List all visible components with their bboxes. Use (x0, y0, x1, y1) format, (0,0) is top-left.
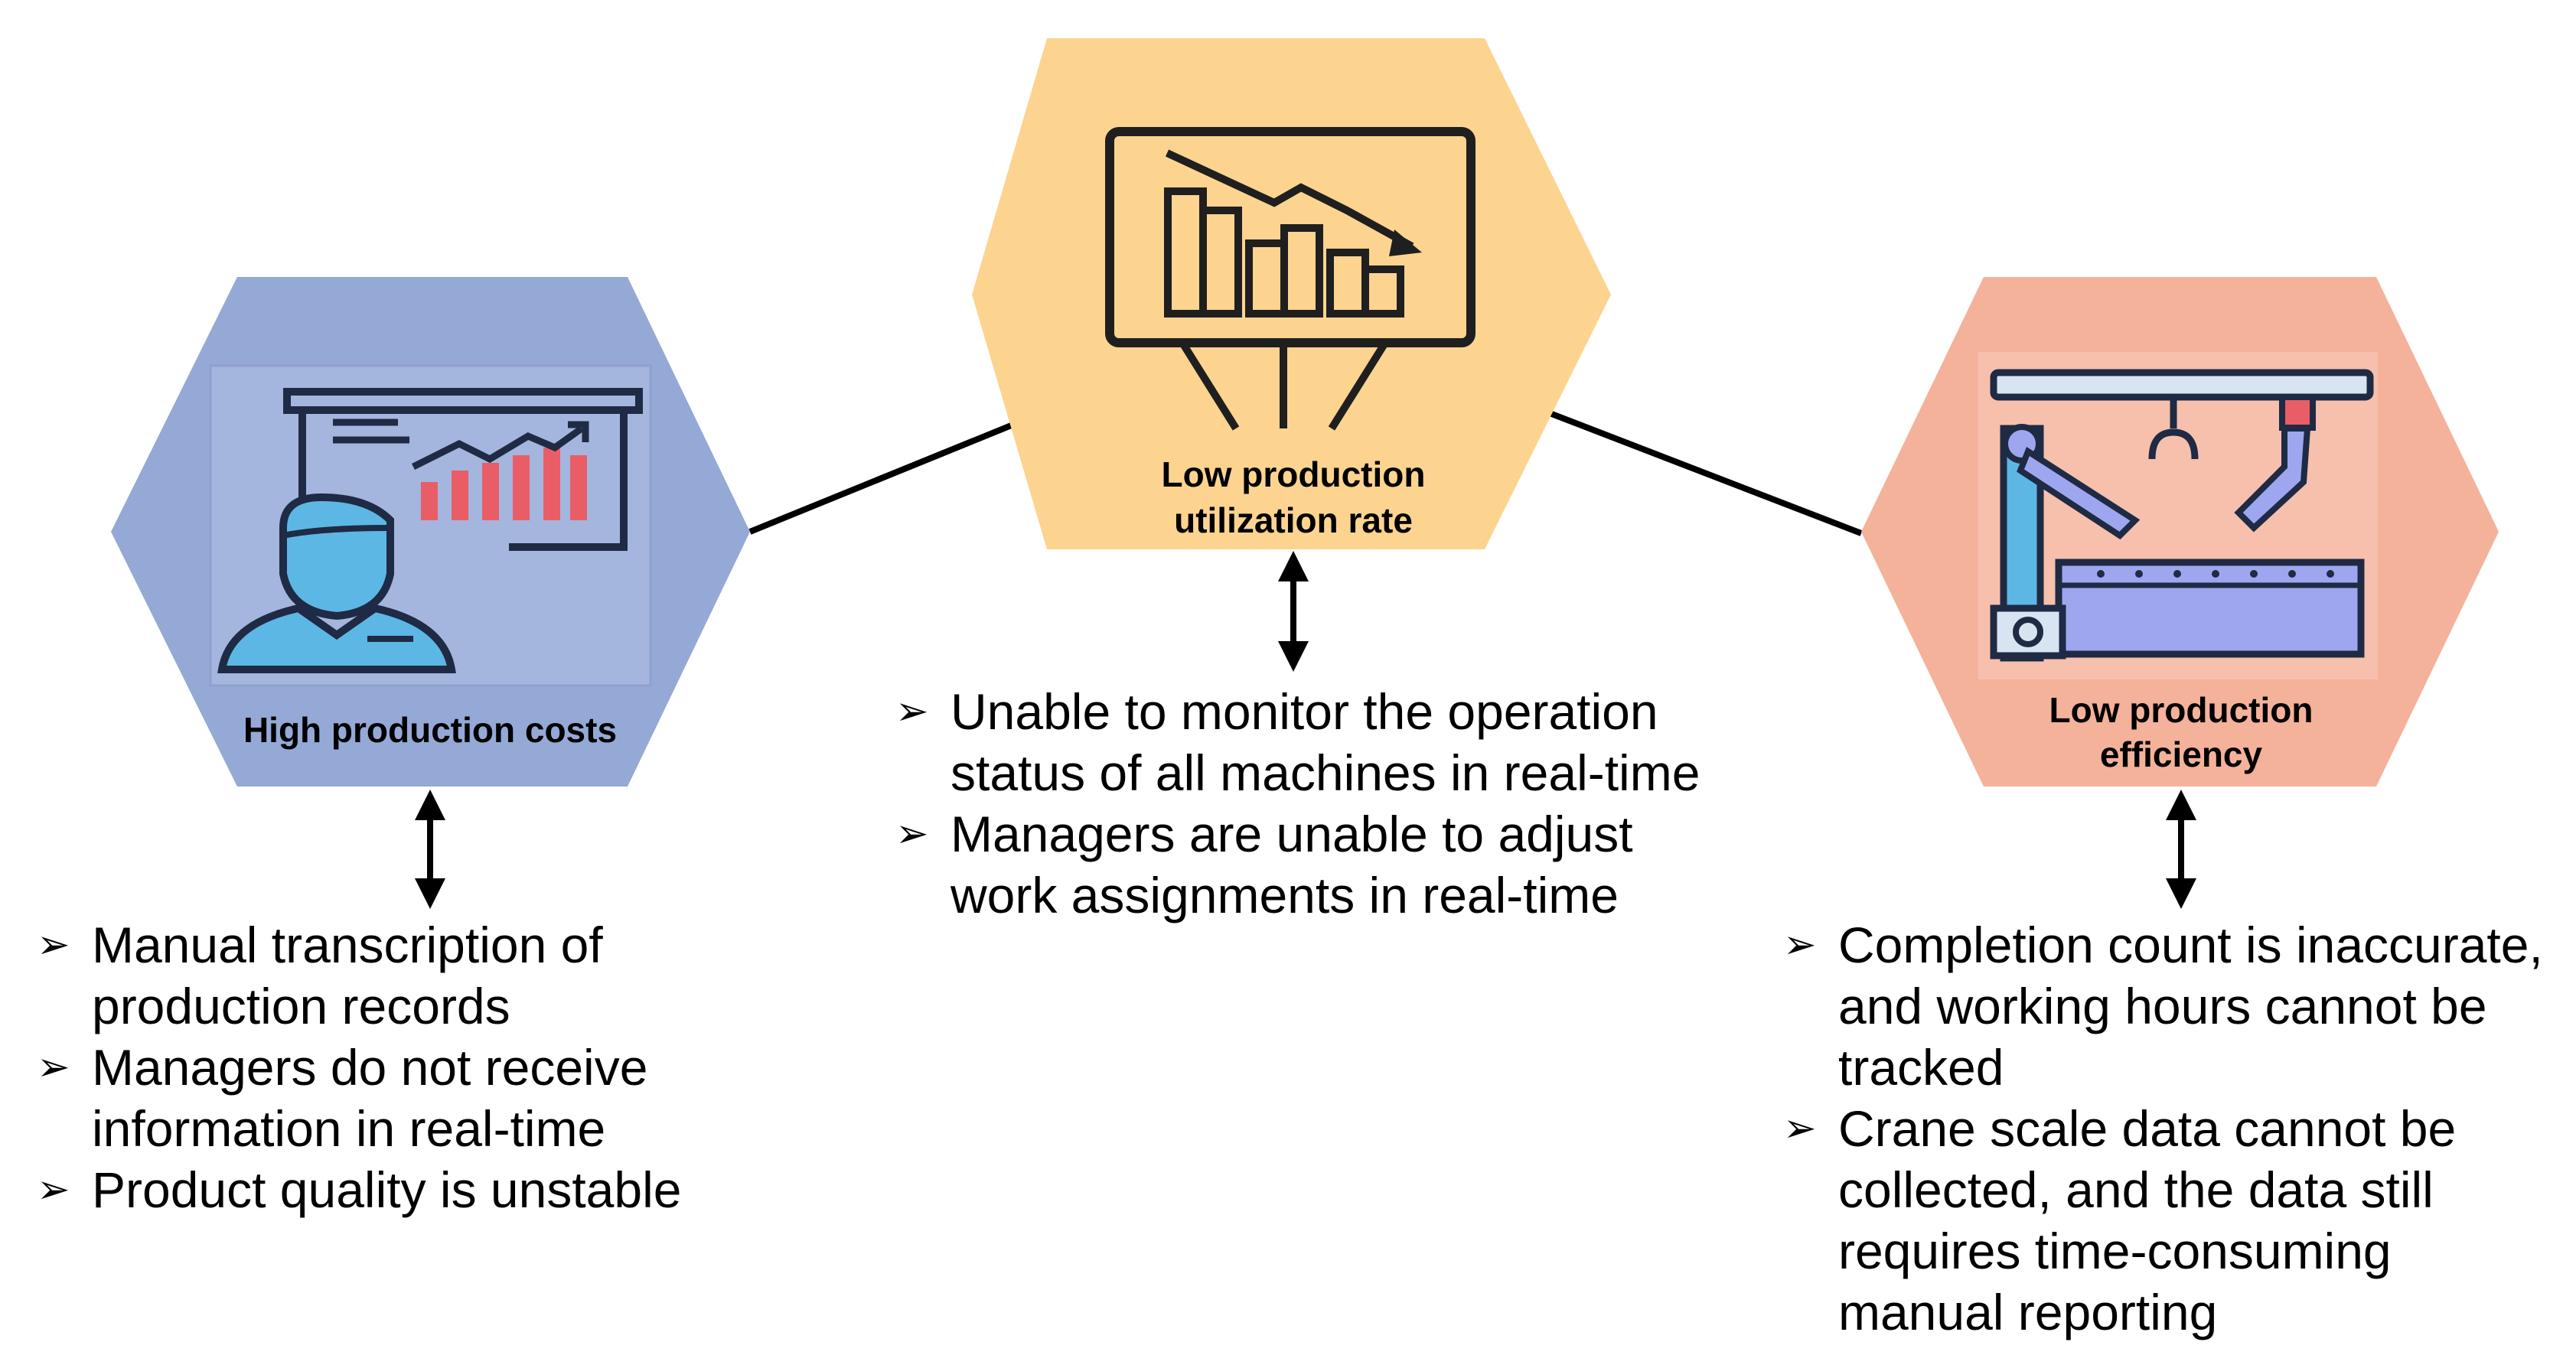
node-right-title-line2: efficiency (2100, 734, 2263, 774)
bullet-item: Unable to monitor the operation status o… (895, 681, 1753, 803)
node-left-title: High production costs (243, 710, 617, 750)
node-right: Low production efficiency (1861, 277, 2499, 787)
node-center-title-line2: utilization rate (1174, 500, 1413, 540)
bullet-item: Completion count is inaccurate, and work… (1783, 914, 2564, 1098)
node-left: High production costs (111, 277, 750, 787)
bullet-item: Manual transcription of production recor… (37, 914, 802, 1037)
bullet-list-right: Completion count is inaccurate, and work… (1783, 914, 2564, 1343)
connector-center-right (1548, 410, 1863, 536)
bullet-item: Product quality is unstable (37, 1159, 802, 1220)
node-right-title-line1: Low production (2049, 690, 2314, 730)
presenter-with-rising-chart-icon (217, 388, 643, 673)
bullet-list-left: Manual transcription of production recor… (37, 914, 802, 1220)
node-center: Low production utilization rate (972, 38, 1611, 549)
bullet-item: Managers do not receive information in r… (37, 1037, 802, 1159)
declining-bar-chart-board-icon (1105, 127, 1475, 431)
robotic-arm-assembly-line-icon (1990, 369, 2374, 662)
bullet-item: Crane scale data cannot be collected, an… (1783, 1098, 2564, 1343)
bullet-list-center: Unable to monitor the operation status o… (895, 681, 1753, 926)
bullet-item: Managers are unable to adjust work assig… (895, 803, 1753, 926)
connector-left-center (748, 408, 1048, 535)
hexagon-center (972, 38, 1611, 549)
node-center-title-line1: Low production (1162, 454, 1426, 494)
